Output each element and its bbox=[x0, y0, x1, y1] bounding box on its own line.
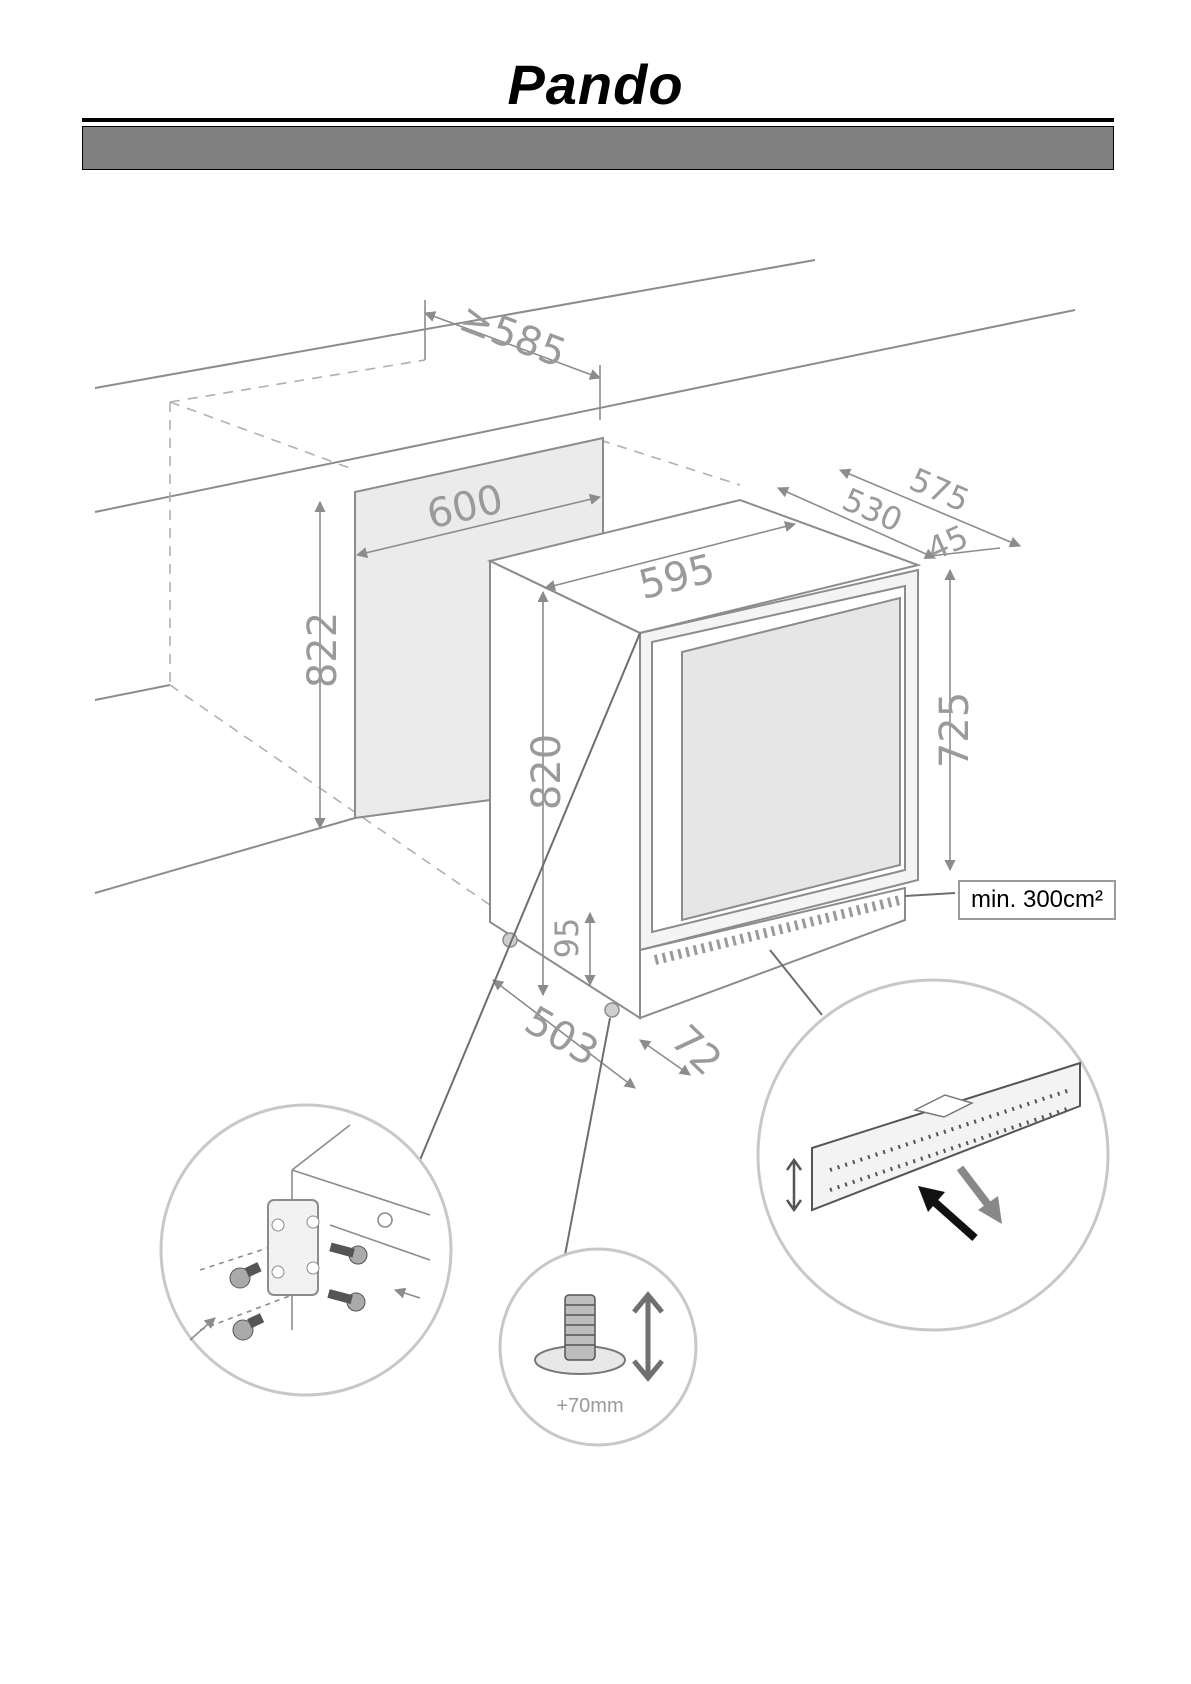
appliance bbox=[487, 498, 922, 1020]
foot-adjust-label: +70mm bbox=[556, 1395, 623, 1417]
header-rule bbox=[82, 118, 1114, 122]
screw-icon bbox=[229, 1242, 368, 1341]
detail-foot: +70mm bbox=[498, 1247, 698, 1447]
dim-door-height: 725 bbox=[932, 692, 978, 768]
bracket bbox=[267, 1199, 319, 1296]
front-foot bbox=[604, 1002, 620, 1018]
dim-feet-setback: 72 bbox=[662, 1016, 731, 1084]
dim-feet-depth: 503 bbox=[517, 998, 606, 1076]
brand-logo: Pando bbox=[507, 53, 684, 116]
cabinet-hidden-lines bbox=[169, 359, 741, 906]
dimension-lines bbox=[314, 300, 1022, 1089]
dim-total-depth: 575 bbox=[904, 460, 975, 520]
airflow-in-arrow-icon bbox=[918, 1186, 978, 1241]
door-glass bbox=[681, 596, 901, 922]
section-title-bar bbox=[82, 126, 1114, 170]
dim-niche-height: 822 bbox=[300, 612, 346, 688]
leader-lines bbox=[419, 632, 956, 1256]
airflow-out-arrow-icon bbox=[956, 1165, 1002, 1224]
dim-door-depth: 45 bbox=[921, 517, 974, 568]
ventilation-requirement-label: min. 300cm² bbox=[958, 880, 1116, 920]
vertical-adjust-arrow-icon bbox=[785, 1157, 803, 1213]
grille-panel bbox=[811, 1061, 1081, 1212]
detail-bracket bbox=[159, 1103, 453, 1397]
up-down-arrow-icon bbox=[632, 1291, 664, 1382]
dim-appliance-height: 820 bbox=[524, 734, 570, 810]
detail-grille bbox=[756, 978, 1110, 1332]
dim-plinth-height: 95 bbox=[548, 918, 586, 959]
